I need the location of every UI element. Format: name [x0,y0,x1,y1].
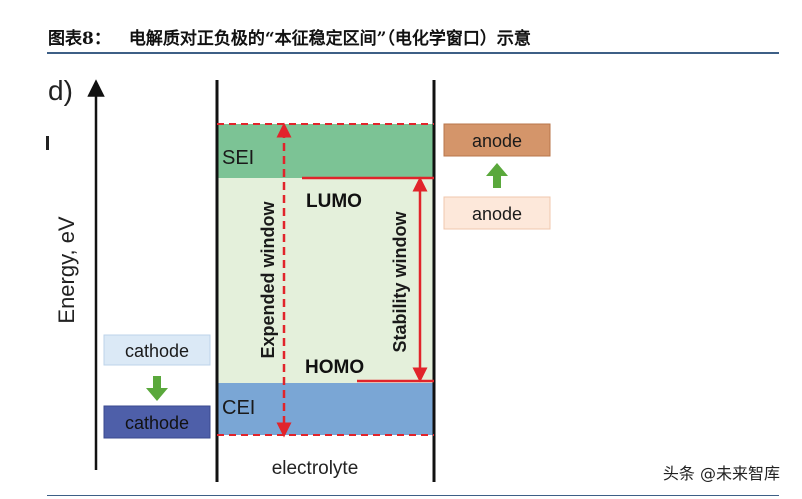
expanded-window-label: Expended window [258,201,278,359]
figure-title: 图表8： 电解质对正负极的“本征稳定区间”（电化学窗口）示意 [48,24,531,49]
electrolyte-window-region [217,178,434,383]
homo-label: HOMO [305,357,364,378]
cathode-lower-box [103,405,211,439]
figure-number: 图表8： [48,29,111,49]
anode-upper-box [443,123,551,157]
anode-green-arrow [486,163,508,188]
anode-lower-label: anode [472,204,522,224]
cei-label: CEI [222,397,255,419]
title-divider [47,52,779,54]
cathode-upper-box [103,334,211,366]
sei-label: SEI [222,147,254,169]
bottom-divider [47,495,779,496]
axis-tick-mark [46,136,49,150]
energy-axis-label: Energy, eV [54,216,79,324]
sei-layer [217,124,434,178]
watermark: 头条 @未来智库 [662,464,780,483]
figure-caption: 电解质对正负极的“本征稳定区间”（电化学窗口）示意 [128,29,531,49]
panel-label: d) [48,75,73,106]
cathode-upper-label: cathode [125,341,189,361]
electrolyte-label: electrolyte [272,458,359,479]
anode-lower-box [443,196,551,230]
stability-window-label: Stability window [390,211,410,353]
cathode-green-arrow [146,376,168,401]
lumo-label: LUMO [306,191,362,212]
cei-layer [217,383,434,435]
cathode-lower-label: cathode [125,413,189,433]
anode-upper-label: anode [472,131,522,151]
